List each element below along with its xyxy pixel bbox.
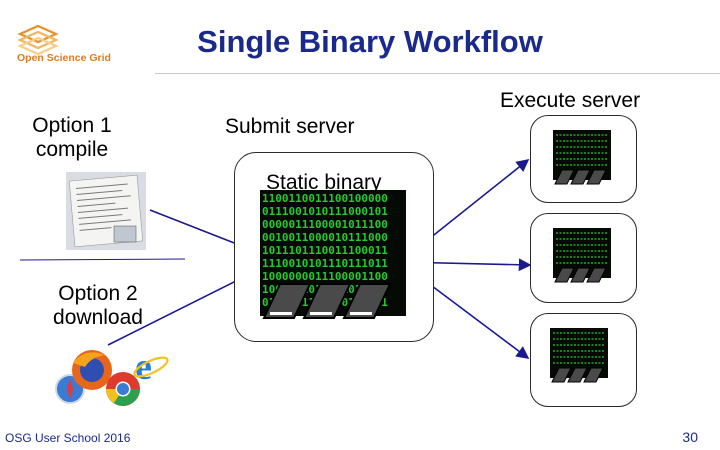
svg-text:e: e [135,346,152,388]
option2-label: Option 2 download [38,282,158,330]
svg-text:1011101110011100011: 1011101110011100011 [262,244,388,257]
binary-code-icon: 1100110011100100000 0111001010111000101 … [260,190,406,319]
option1-line2: compile [35,138,109,161]
slide-title: Single Binary Workflow [197,24,543,59]
svg-text:0010011000010111000: 0010011000010111000 [262,231,388,244]
chrome-icon [106,372,140,406]
option1-label: Option 1 compile [22,114,122,162]
svg-text:1100110011100100000: 1100110011100100000 [262,192,388,205]
svg-text:1000000011100001100: 1000000011100001100 [262,270,388,283]
page-number: 30 [682,429,698,445]
option2-line2: download [53,306,143,329]
title-divider [155,73,720,74]
browser-icons: e [55,345,170,410]
svg-text:1110010101110111011: 1110010101110111011 [262,257,388,270]
server-binary-icon-2 [553,228,611,283]
option2-line1: Option 2 [58,282,138,305]
option1-line1: Option 1 [32,114,112,137]
firefox-icon [72,350,112,390]
compiler-paper-icon [66,172,146,250]
server-binary-icon-1 [553,130,611,185]
submit-server-label: Submit server [225,115,355,138]
option-divider [19,258,186,261]
svg-text:0111001010111000101: 0111001010111000101 [262,205,388,218]
static-binary-label: Static binary [266,171,382,194]
svg-text:0000011100001011100: 0000011100001011100 [262,218,388,231]
ie-icon: e [133,346,169,388]
server-binary-icon-3 [550,328,608,383]
execute-server-label: Execute server [500,89,641,112]
footer-text: OSG User School 2016 [5,431,131,445]
logo-text: Open Science Grid [17,52,111,64]
osg-logo-icon [17,24,59,56]
